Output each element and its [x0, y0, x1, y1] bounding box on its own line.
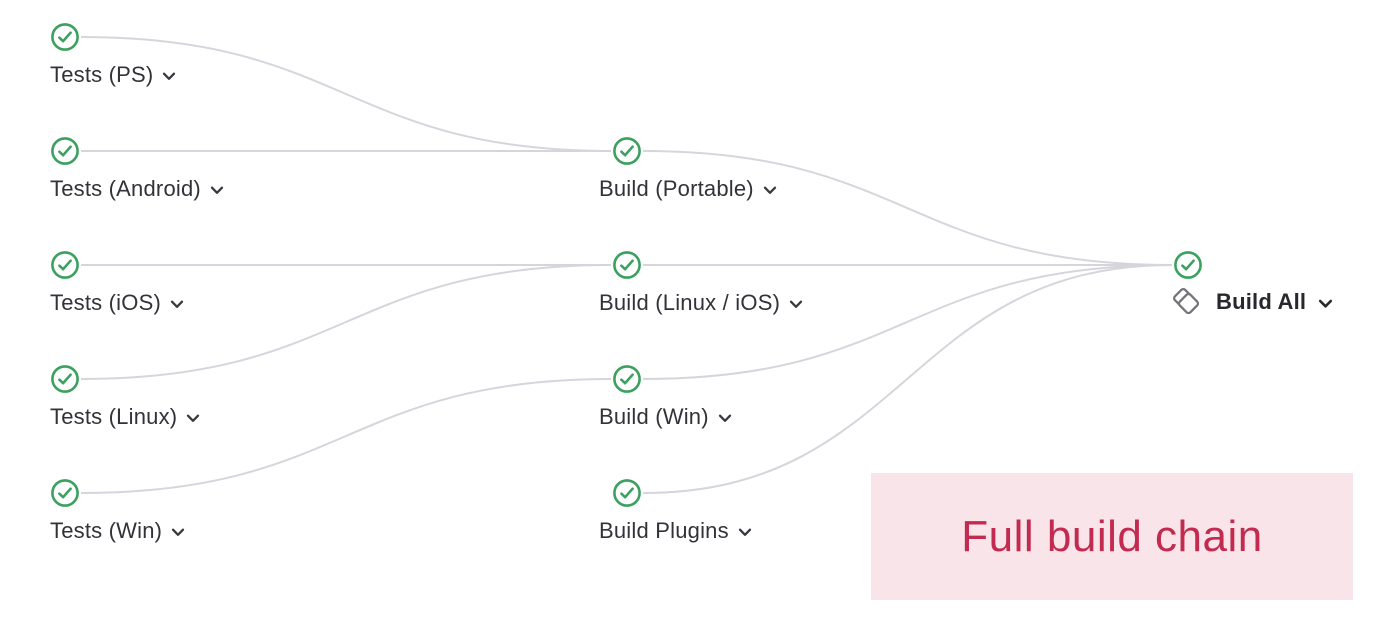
job-dropdown-build-all[interactable]: Build All: [1170, 285, 1333, 319]
status-success-icon[interactable]: [50, 478, 80, 508]
chevron-down-icon: [170, 300, 184, 308]
status-success-icon[interactable]: [612, 250, 642, 280]
status-success-icon[interactable]: [50, 364, 80, 394]
chevron-down-icon: [1319, 299, 1333, 308]
job-dropdown-build-portable[interactable]: Build (Portable): [599, 175, 777, 203]
job-dropdown-tests-linux[interactable]: Tests (Linux): [50, 403, 200, 431]
job-node-build-win: Build (Win): [599, 364, 731, 429]
chevron-down-icon: [718, 414, 731, 422]
annotation-full-build-chain: Full build chain: [871, 473, 1353, 600]
job-label-text: Build (Portable): [599, 176, 754, 201]
status-success-icon[interactable]: [612, 364, 642, 394]
status-success-icon[interactable]: [612, 136, 642, 166]
edge-tests-win-to-build-win: [80, 378, 612, 494]
annotation-text: Full build chain: [961, 511, 1263, 561]
job-label-text: Tests (PS): [50, 62, 154, 87]
chevron-down-icon: [738, 528, 751, 536]
job-label-text: Build All: [1216, 289, 1307, 314]
job-label-text: Tests (iOS): [50, 290, 161, 315]
job-node-tests-linux: Tests (Linux): [50, 364, 200, 429]
job-label-text: Tests (Linux): [50, 404, 178, 429]
job-dropdown-tests-ios[interactable]: Tests (iOS): [50, 289, 184, 317]
chevron-down-icon: [163, 72, 176, 80]
status-success-icon[interactable]: [612, 478, 642, 508]
edge-build-portable-to-build-all: [642, 150, 1173, 266]
job-node-build-portable: Build (Portable): [599, 136, 776, 201]
edge-tests-ps-to-build-portable: [80, 36, 612, 152]
edge-tests-linux-to-build-linux-ios: [80, 264, 612, 380]
edge-build-plugins-to-build-all: [642, 264, 1173, 494]
job-dropdown-build-linux-ios[interactable]: Build (Linux / iOS): [599, 289, 803, 317]
edge-build-win-to-build-all: [642, 264, 1173, 380]
job-dropdown-tests-android[interactable]: Tests (Android): [50, 175, 224, 203]
overlapping-tags-icon: [1173, 288, 1200, 315]
job-label-text: Tests (Win): [50, 518, 163, 543]
job-node-build-plugins: Build Plugins: [599, 478, 751, 543]
job-dropdown-build-plugins[interactable]: Build Plugins: [599, 517, 752, 545]
job-node-build-linux-ios: Build (Linux / iOS): [599, 250, 803, 315]
job-label-text: Build (Linux / iOS): [599, 290, 781, 315]
job-node-tests-ios: Tests (iOS): [50, 250, 184, 315]
job-label-text: Tests (Android): [50, 176, 201, 201]
status-success-icon[interactable]: [1173, 250, 1203, 280]
status-success-icon[interactable]: [50, 250, 80, 280]
job-dropdown-build-win[interactable]: Build (Win): [599, 403, 732, 431]
job-node-build-all: Build All: [1173, 250, 1333, 315]
job-dropdown-tests-ps[interactable]: Tests (PS): [50, 61, 176, 89]
job-node-tests-win: Tests (Win): [50, 478, 185, 543]
chevron-down-icon: [763, 186, 776, 194]
job-label-text: Build Plugins: [599, 518, 729, 543]
chevron-down-icon: [187, 414, 200, 422]
status-success-icon[interactable]: [50, 22, 80, 52]
status-success-icon[interactable]: [50, 136, 80, 166]
job-node-tests-android: Tests (Android): [50, 136, 224, 201]
job-label-text: Build (Win): [599, 404, 709, 429]
chevron-down-icon: [172, 528, 185, 536]
job-node-tests-ps: Tests (PS): [50, 22, 176, 87]
chevron-down-icon: [210, 186, 224, 194]
chevron-down-icon: [789, 300, 803, 308]
job-dropdown-tests-win[interactable]: Tests (Win): [50, 517, 185, 545]
